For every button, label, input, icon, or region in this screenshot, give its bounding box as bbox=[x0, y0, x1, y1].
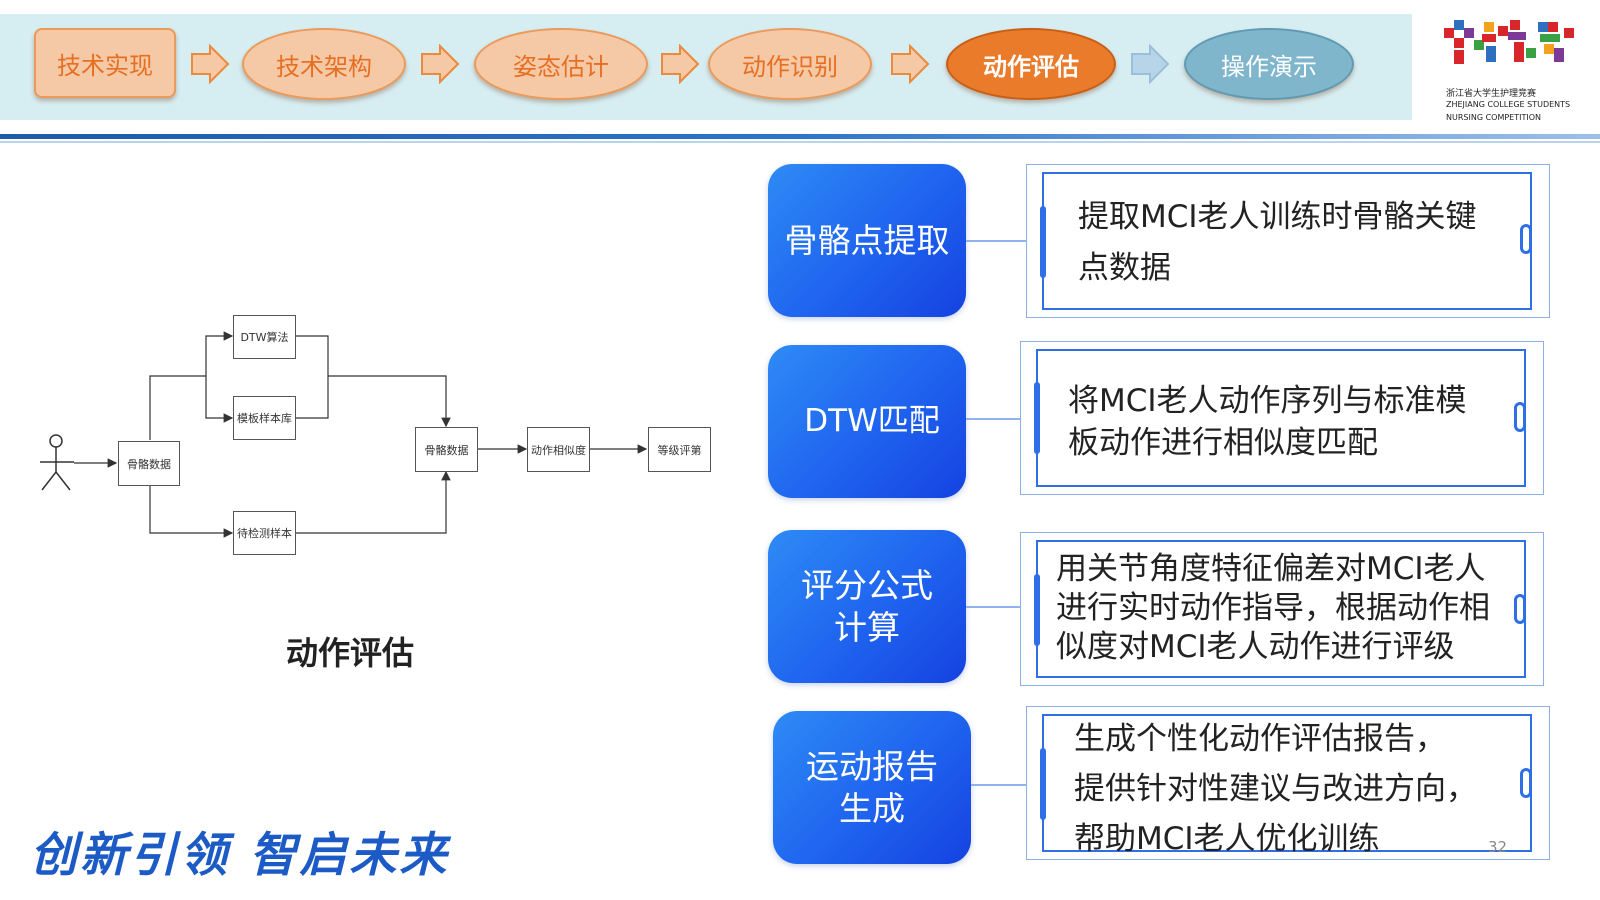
step-tech-implementation[interactable]: 技术实现 bbox=[34, 28, 176, 98]
competition-logo bbox=[1444, 18, 1580, 86]
card-desc-report-generation bbox=[1042, 714, 1532, 852]
card-accent-pill bbox=[1520, 224, 1532, 254]
card-title-score-calculation: 评分公式计算 bbox=[768, 530, 966, 683]
card-title-skeleton-extraction: 骨骼点提取 bbox=[768, 164, 966, 317]
arrow-right-icon bbox=[890, 44, 930, 84]
arrow-right-icon bbox=[660, 44, 700, 84]
step-action-evaluation[interactable]: 动作评估 bbox=[946, 28, 1116, 100]
arrow-right-icon bbox=[420, 44, 460, 84]
step-action-recognition[interactable]: 动作识别 bbox=[708, 28, 872, 100]
node-action-similarity: 动作相似度 bbox=[527, 427, 590, 472]
top-process-bar bbox=[0, 14, 1412, 120]
card-desc-skeleton-extraction bbox=[1042, 172, 1532, 310]
connector-line bbox=[971, 784, 1026, 786]
node-grading: 等级评第 bbox=[648, 427, 711, 472]
card-desc-dtw-matching bbox=[1036, 349, 1526, 487]
step-pose-estimation[interactable]: 姿态估计 bbox=[474, 28, 648, 100]
card-desc-text: 将MCI老人动作序列与标准模板动作进行相似度匹配 bbox=[1068, 383, 1467, 461]
card-accent-pill bbox=[1514, 402, 1526, 432]
card-accent bbox=[1034, 574, 1040, 646]
card-desc-text: 提取MCI老人训练时骨骼关键点数据 bbox=[1078, 199, 1477, 286]
diagram-title: 动作评估 bbox=[285, 634, 414, 672]
card-desc-text: 生成个性化动作评估报告，提供针对性建议与改进方向，帮助MCI老人优化训练 bbox=[1074, 721, 1477, 857]
connector-line bbox=[966, 240, 1026, 242]
header-divider-thin bbox=[0, 141, 1600, 143]
flow-connectors bbox=[40, 331, 648, 538]
logo-en-line2: NURSING COMPETITION bbox=[1446, 113, 1541, 122]
slogan: 创新引领 智启未来 bbox=[30, 828, 450, 883]
node-skeleton-data-merged: 骨骼数据 bbox=[415, 427, 478, 472]
card-accent-pill bbox=[1520, 768, 1532, 798]
logo-cn-text: 浙江省大学生护理竞赛 bbox=[1446, 89, 1537, 99]
card-accent bbox=[1034, 382, 1040, 454]
node-test-sample: 待检测样本 bbox=[233, 511, 296, 555]
step-demo[interactable]: 操作演示 bbox=[1184, 28, 1354, 100]
actor-icon bbox=[40, 434, 74, 491]
page-number: 32 bbox=[1488, 838, 1508, 856]
card-desc-score-calculation bbox=[1036, 540, 1526, 678]
card-accent bbox=[1040, 748, 1046, 820]
connector-line bbox=[966, 606, 1020, 608]
node-dtw-algorithm: DTW算法 bbox=[233, 315, 296, 359]
step-tech-architecture[interactable]: 技术架构 bbox=[242, 28, 406, 100]
node-template-library: 模板样本库 bbox=[233, 396, 296, 440]
arrow-right-icon bbox=[190, 44, 230, 84]
card-title-dtw-matching: DTW匹配 bbox=[768, 345, 966, 498]
card-accent-pill bbox=[1514, 594, 1526, 624]
node-skeleton-data: 骨骼数据 bbox=[118, 441, 180, 486]
card-accent bbox=[1040, 206, 1046, 278]
connector-line bbox=[966, 418, 1020, 420]
arrow-right-icon bbox=[1130, 44, 1170, 84]
card-desc-text: 用关节角度特征偏差对MCI老人进行实时动作指导，根据动作相似度对MCI老人动作进… bbox=[1056, 551, 1490, 665]
card-title-report-generation: 运动报告生成 bbox=[773, 711, 971, 864]
header-divider bbox=[0, 134, 1600, 139]
logo-en-line1: ZHEJIANG COLLEGE STUDENTS bbox=[1446, 100, 1571, 109]
